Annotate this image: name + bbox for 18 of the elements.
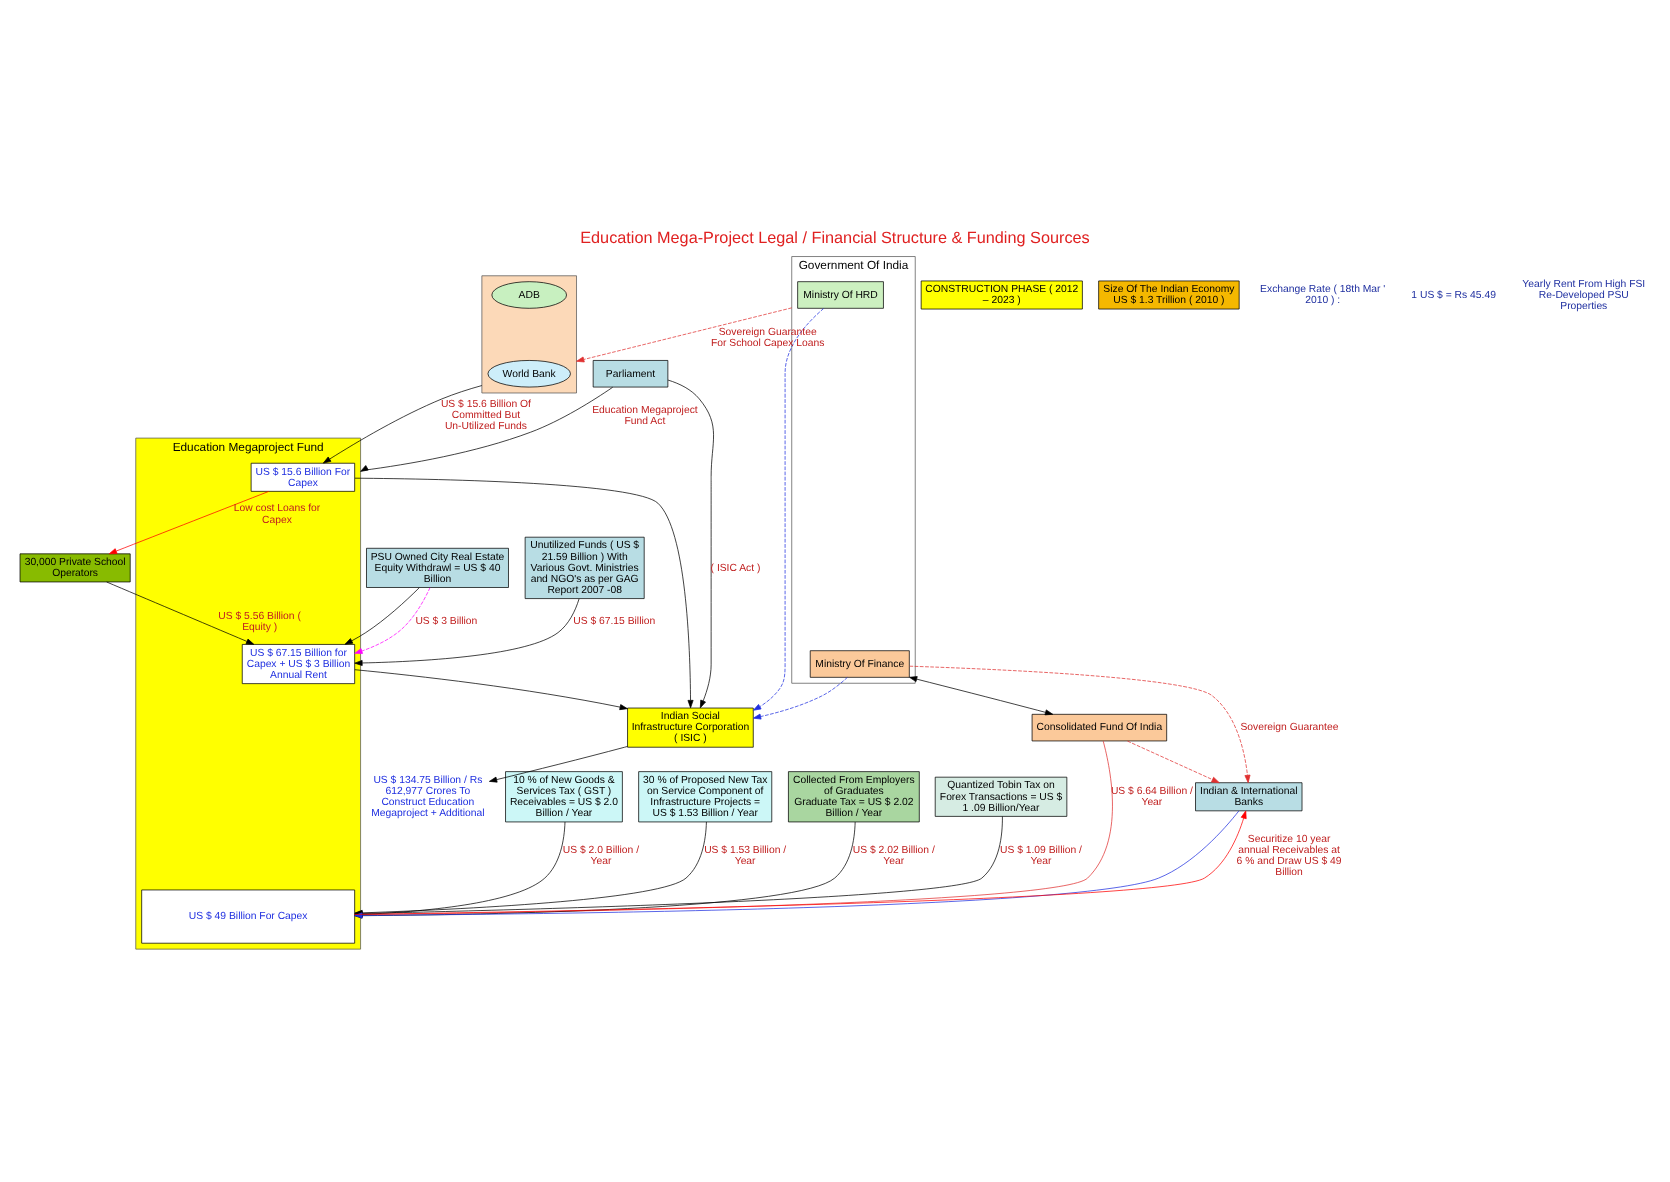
- arrow: [1127, 740, 1220, 784]
- arrow: [354, 598, 580, 666]
- arrow: [108, 491, 270, 555]
- arrow: [360, 386, 614, 472]
- arrow: [106, 581, 255, 645]
- cluster: [481, 275, 577, 394]
- arrow: [344, 587, 420, 645]
- arrow: [354, 669, 628, 711]
- arrow: [909, 676, 1054, 716]
- arrow: [354, 587, 431, 654]
- arrow: [322, 385, 483, 464]
- arrow: [667, 379, 714, 709]
- arrow: [576, 307, 793, 363]
- arrow: [753, 308, 824, 711]
- arrow: [489, 746, 628, 783]
- arrow: [909, 665, 1251, 784]
- arrow: [354, 477, 694, 709]
- arrow: [753, 677, 848, 720]
